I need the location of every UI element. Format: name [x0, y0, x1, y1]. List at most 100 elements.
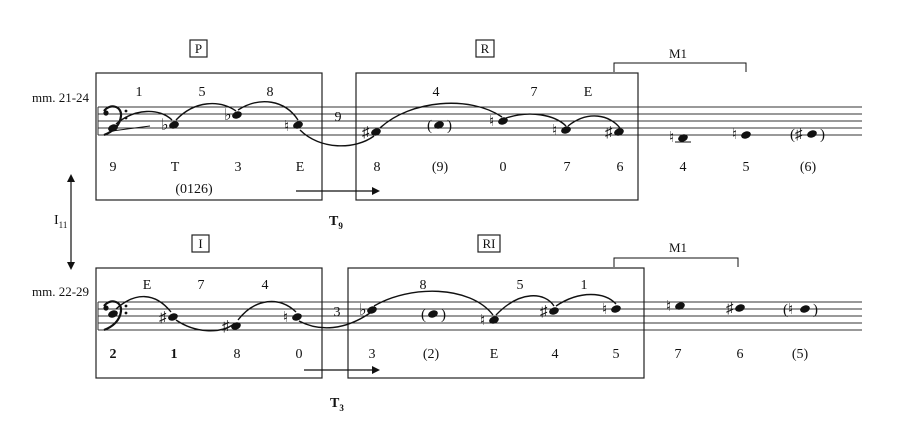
note: ♯ — [726, 301, 745, 317]
set-class-label: (0126) — [175, 182, 213, 197]
slur — [379, 102, 503, 129]
svg-text:♯: ♯ — [540, 304, 548, 320]
note: ♮ — [489, 114, 508, 130]
slur — [555, 293, 617, 307]
motive-bracket-2 — [613, 257, 739, 267]
pitch-number: (2) — [423, 347, 440, 362]
note: ♮ — [283, 310, 302, 326]
note: ♯ — [159, 310, 178, 326]
note: ♮ — [666, 299, 685, 315]
svg-text:♯: ♯ — [605, 125, 613, 141]
svg-text:♯: ♯ — [159, 310, 167, 326]
order-number: 4 — [262, 278, 269, 293]
order-number: 5 — [199, 85, 206, 100]
svg-text:♮: ♮ — [602, 302, 607, 318]
row-label-r: R — [481, 41, 490, 56]
pitch-number: 7 — [564, 160, 571, 175]
note — [108, 124, 151, 132]
order-number: E — [584, 85, 593, 100]
pitch-number: 3 — [235, 160, 242, 175]
staff-1 — [97, 106, 862, 136]
note: ♯ — [222, 319, 241, 335]
pitch-number: E — [490, 347, 499, 362]
note: ♮ — [480, 313, 499, 329]
svg-text:♮: ♮ — [480, 313, 485, 329]
order-number: 8 — [420, 278, 427, 293]
notes-1: ♭ ♭ ♮ ♯ () ♮ ♮ ♯ ♮ ♮ (♯) — [108, 107, 825, 146]
row-label-i: I — [198, 236, 202, 251]
order-number: E — [143, 278, 152, 293]
arrowhead — [372, 187, 380, 195]
svg-text:♮: ♮ — [669, 130, 674, 146]
inversion-label: I11 — [54, 213, 67, 230]
pitch-number: E — [296, 160, 305, 175]
note: (♮) — [783, 302, 818, 318]
box-inversion-segment — [95, 267, 323, 379]
order-number: 5 — [517, 278, 524, 293]
order-number: 7 — [198, 278, 205, 293]
svg-text:(♯: (♯ — [790, 127, 803, 143]
note: ♮ — [552, 123, 571, 139]
svg-text:♭: ♭ — [161, 117, 169, 134]
svg-text:♮: ♮ — [284, 119, 289, 135]
svg-text:): ) — [820, 127, 825, 143]
system-2: mm. 22-29 I RI M1 E 7 4 3 8 5 1 — [32, 234, 862, 413]
svg-text:♭: ♭ — [359, 302, 367, 319]
row-label-box-p — [189, 39, 208, 58]
row-label-p: P — [195, 41, 202, 56]
svg-text:♯: ♯ — [726, 301, 734, 317]
slur — [175, 102, 237, 121]
pitch-number: (6) — [800, 160, 817, 175]
pitch-number: 5 — [613, 347, 620, 362]
measure-label-2: mm. 22-29 — [32, 284, 89, 299]
note: ♭ — [224, 107, 242, 124]
pitch-number: 9 — [110, 160, 117, 175]
note: () — [427, 118, 452, 134]
note: ♯ — [540, 304, 559, 320]
pitch-number: 4 — [680, 160, 687, 175]
motive-bracket-1 — [613, 62, 747, 72]
system-1: mm. 21-24 P R M1 1 5 8 — [32, 39, 862, 231]
pitch-number: 5 — [743, 160, 750, 175]
svg-text:(: ( — [421, 307, 426, 323]
pitch-number: 0 — [296, 347, 303, 362]
pitch-number: 4 — [552, 347, 559, 362]
inversion-relation: I11 — [54, 174, 75, 270]
notes-2: ♯ ♯ ♮ ♭ () ♮ ♯ ♮ ♮ ♯ (♮) — [108, 299, 818, 335]
pitch-number: 0 — [500, 160, 507, 175]
motive-label-1: M1 — [669, 46, 687, 61]
note: ♮ — [732, 127, 751, 143]
row-label-ri: RI — [483, 236, 496, 251]
staff-2 — [97, 301, 862, 331]
row-label-box-i — [191, 234, 210, 253]
slur — [298, 312, 371, 329]
order-number: 3 — [334, 305, 341, 320]
slur — [505, 113, 567, 127]
slur — [373, 290, 494, 316]
note: () — [421, 307, 446, 323]
transform-label-2: T3 — [330, 396, 344, 413]
order-number: 9 — [335, 110, 342, 125]
note: ♮ — [284, 119, 303, 135]
svg-text:♭: ♭ — [224, 107, 232, 124]
note: (♯) — [790, 127, 825, 143]
box-retrograde-segment — [355, 72, 639, 201]
box-retrograde-inversion-segment — [347, 267, 645, 379]
svg-text:♯: ♯ — [222, 319, 230, 335]
arrowhead — [372, 366, 380, 374]
row-label-box-ri — [477, 234, 501, 253]
svg-text:♮: ♮ — [732, 127, 737, 143]
order-number: 1 — [581, 278, 588, 293]
slur — [237, 300, 297, 321]
pitch-number: T — [171, 160, 180, 175]
svg-text:♮: ♮ — [552, 123, 557, 139]
slur — [495, 295, 555, 316]
motive-label-2: M1 — [669, 240, 687, 255]
svg-text:♮: ♮ — [666, 299, 671, 315]
note — [108, 310, 118, 318]
order-number: 4 — [433, 85, 440, 100]
measure-label-1: mm. 21-24 — [32, 90, 90, 105]
pitch-number: 2 — [110, 347, 117, 362]
note: ♯ — [605, 125, 624, 141]
